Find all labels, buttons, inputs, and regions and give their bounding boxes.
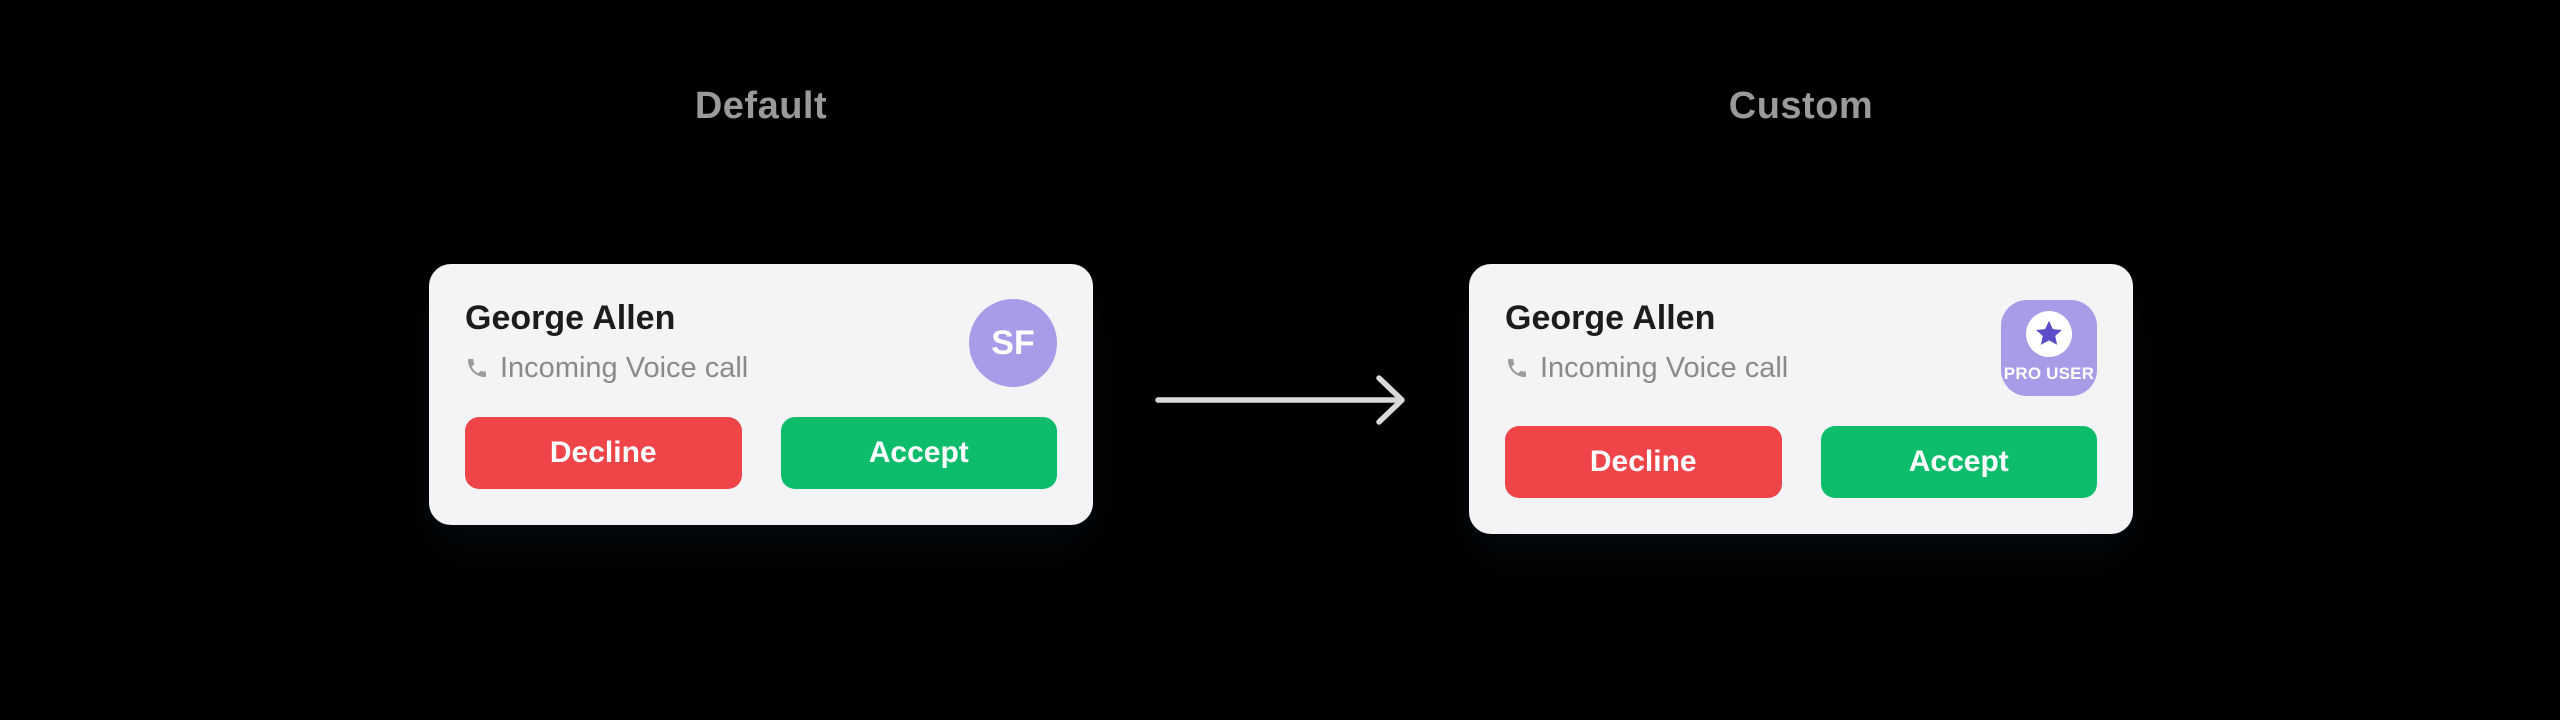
caller-info: George Allen Incoming Voice call xyxy=(1505,296,1788,387)
phone-icon xyxy=(1505,356,1529,380)
call-actions: Decline Accept xyxy=(1505,426,2097,498)
incoming-call-card-custom: George Allen Incoming Voice call xyxy=(1469,264,2133,534)
call-status-row: Incoming Voice call xyxy=(1505,349,1788,387)
call-status-row: Incoming Voice call xyxy=(465,349,748,387)
accept-button[interactable]: Accept xyxy=(1820,426,2097,498)
call-card-header: George Allen Incoming Voice call xyxy=(1505,296,2097,396)
pro-user-badge: PRO USER xyxy=(2001,300,2097,396)
caller-name: George Allen xyxy=(465,299,676,337)
avatar: SF xyxy=(969,299,1057,387)
call-card-header: George Allen Incoming Voice call SF xyxy=(465,296,1057,387)
panel-default-heading: Default xyxy=(694,85,828,127)
caller-name: George Allen xyxy=(1505,299,1716,337)
panel-custom: Custom George Allen Incoming Voice call xyxy=(1469,84,2133,534)
phone-icon xyxy=(465,356,489,380)
arrow-right-icon xyxy=(1155,374,1407,431)
decline-button[interactable]: Decline xyxy=(1505,426,1782,498)
incoming-call-card-default: George Allen Incoming Voice call SF xyxy=(429,264,1093,525)
star-icon xyxy=(2026,311,2072,357)
panel-default: Default George Allen Incoming Voice call xyxy=(429,84,1093,525)
call-actions: Decline Accept xyxy=(465,417,1057,489)
avatar-initials: SF xyxy=(991,323,1035,362)
panel-custom-heading: Custom xyxy=(1728,85,1874,127)
caller-info: George Allen Incoming Voice call xyxy=(465,296,748,387)
pro-user-badge-label: PRO USER xyxy=(2003,364,2095,383)
accept-button[interactable]: Accept xyxy=(780,417,1057,489)
call-status-text: Incoming Voice call xyxy=(500,352,749,384)
call-status-text: Incoming Voice call xyxy=(1540,352,1789,384)
decline-button[interactable]: Decline xyxy=(465,417,742,489)
